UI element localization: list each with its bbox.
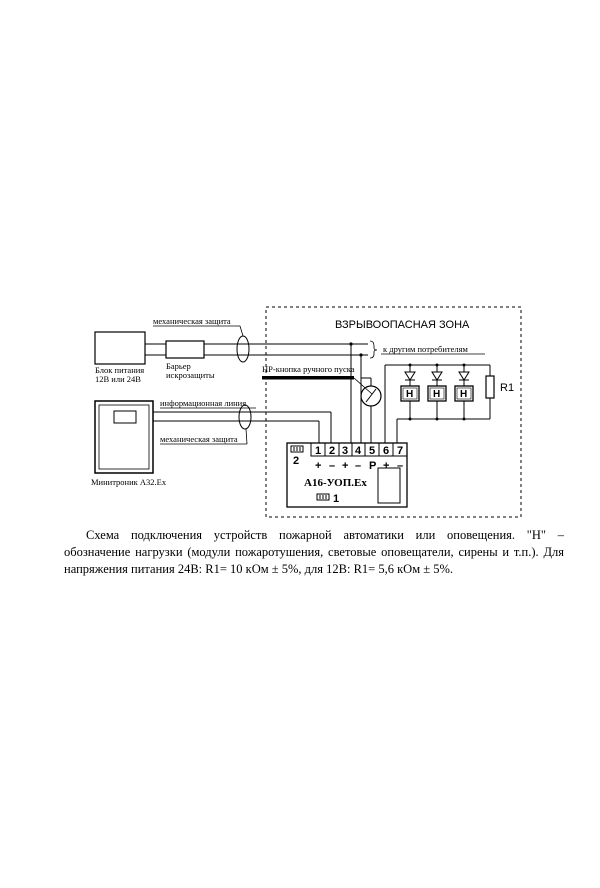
polarity-7: –: [397, 460, 403, 472]
diode-icon: [458, 371, 470, 381]
polarity-2: –: [329, 460, 335, 472]
junction-dot: [435, 363, 439, 367]
resistor-r1: [485, 375, 495, 399]
consumers-brace: [369, 340, 378, 359]
barrier-box: [165, 340, 205, 359]
polarity-3: +: [342, 460, 348, 472]
hp-button-contact: [365, 388, 377, 403]
power-supply-label-1: Блок питания: [95, 365, 144, 375]
terminal-block: [310, 442, 408, 457]
diagram-caption: Схема подключения устройств пожарной авт…: [64, 527, 564, 578]
terminal-6: 6: [383, 445, 389, 457]
jumper-2-label: 2: [293, 455, 299, 467]
barrier-label-2: искрозащиты: [166, 370, 215, 380]
info-line-label: информационная линия: [160, 398, 246, 408]
wiring-diagram: ВЗРЫВООПАСНАЯ ЗОНА Блок питания 12В или …: [91, 306, 522, 518]
diode-icon: [431, 371, 443, 381]
minitronik-inner: [98, 404, 150, 470]
jumper-2-icon: [290, 445, 304, 453]
jumper-1-label: 1: [333, 493, 339, 505]
power-supply-label-2: 12В или 24В: [95, 374, 141, 384]
hp-button-leader: [353, 377, 373, 395]
polarity-5: Р: [369, 460, 376, 472]
other-consumers-label: к другим потребителям: [383, 344, 469, 354]
terminal-1: 1: [315, 445, 321, 457]
svg-text:Н: Н: [406, 389, 413, 400]
mech-protection-bottom-ellipse: [238, 404, 252, 430]
barrier-label-1: Барьер: [166, 361, 191, 371]
terminal-7: 7: [397, 445, 403, 457]
hp-button-label: НР-кнопка ручного пуска: [262, 364, 355, 374]
junction-dot: [462, 417, 466, 421]
module-connector: [377, 467, 401, 504]
caption-text: Схема подключения устройств пожарной авт…: [64, 528, 564, 576]
power-supply-box: [94, 331, 146, 365]
mech-protection-top-leader: [239, 325, 244, 337]
mech-protection-bottom-leader: [245, 428, 248, 445]
module-name: А16-УОП.Ex: [304, 477, 367, 489]
terminal-4: 4: [355, 445, 362, 457]
diode-icon: [404, 371, 416, 381]
load-branch-2: Н: [427, 365, 447, 419]
polarity-6: +: [383, 460, 389, 472]
zone-label: ВЗРЫВООПАСНАЯ ЗОНА: [335, 319, 470, 331]
mech-protection-bottom-label: механическая защита: [160, 434, 238, 444]
jumper-1-icon: [316, 493, 330, 501]
load-branch-3: Н: [454, 365, 474, 419]
junction-dot: [462, 363, 466, 367]
mech-protection-top-ellipse: [236, 335, 250, 363]
terminal-5: 5: [369, 445, 375, 457]
polarity-1: +: [315, 460, 321, 472]
polarity-4: –: [355, 460, 361, 472]
minitronik-label: Минитроник А32.Ex: [91, 477, 167, 487]
junction-dot: [408, 417, 412, 421]
load-branch-1: Н: [400, 365, 420, 419]
minitronik-box: [94, 400, 154, 474]
terminal-dividers: [324, 443, 394, 456]
minitronik-display: [113, 410, 137, 424]
terminal-2: 2: [329, 445, 335, 457]
svg-text:Н: Н: [460, 389, 467, 400]
mech-protection-top-label: механическая защита: [153, 316, 231, 326]
hp-cable-bar: [262, 376, 354, 380]
terminal-3: 3: [342, 445, 348, 457]
junction-dot: [435, 417, 439, 421]
svg-text:Н: Н: [433, 389, 440, 400]
junction-dot: [408, 363, 412, 367]
resistor-label: R1: [500, 382, 514, 394]
